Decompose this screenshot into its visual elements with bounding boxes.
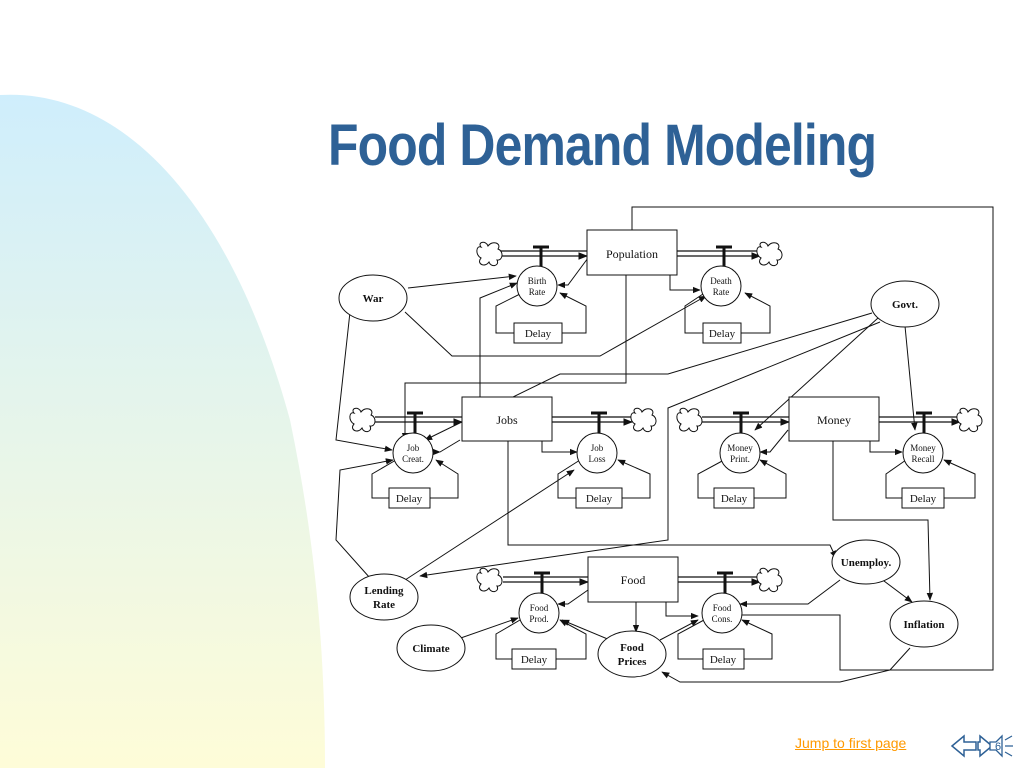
valves (407, 245, 932, 596)
flow-pipes (375, 250, 961, 586)
rate-food-cons: Food Cons. (701, 592, 743, 634)
svg-text:Lending: Lending (364, 585, 404, 597)
connectors (335, 206, 994, 683)
rate-money-recall: Money Recall (902, 432, 944, 474)
svg-text:Inflation: Inflation (904, 619, 945, 631)
svg-text:Print.: Print. (730, 454, 750, 464)
svg-text:Money: Money (817, 413, 851, 427)
svg-text:Prices: Prices (618, 656, 647, 668)
svg-text:Rate: Rate (373, 599, 395, 611)
svg-text:Unemploy.: Unemploy. (841, 557, 892, 569)
delay-boxes: Delay Delay Delay Delay Delay Delay Dela… (388, 322, 945, 670)
svg-text:Delay: Delay (910, 493, 937, 505)
svg-text:Population: Population (606, 247, 658, 261)
slide-title: Food Demand Modeling (328, 113, 877, 178)
rate-birth-rate: Birth Rate (516, 265, 558, 307)
svg-text:Delay: Delay (586, 493, 613, 505)
svg-text:Govt.: Govt. (892, 299, 918, 311)
aux-food-prices: Food Prices (597, 630, 667, 678)
svg-text:War: War (363, 293, 384, 305)
svg-text:Prod.: Prod. (529, 614, 548, 624)
svg-text:Death: Death (710, 276, 732, 286)
aux-unemploy: Unemploy. (831, 539, 901, 585)
svg-text:Rate: Rate (529, 287, 546, 297)
svg-text:Creat.: Creat. (402, 454, 424, 464)
rate-food-prod: Food Prod. (518, 592, 560, 634)
stock-money: Money (788, 396, 880, 442)
svg-text:Job: Job (591, 443, 604, 453)
svg-text:Rate: Rate (713, 287, 730, 297)
svg-text:Food: Food (530, 603, 549, 613)
svg-text:Recall: Recall (912, 454, 935, 464)
sound-icon[interactable] (989, 734, 1013, 758)
stock-jobs: Jobs (461, 396, 553, 442)
jump-to-first-page-link[interactable]: Jump to first page (795, 735, 907, 751)
navigation-controls: 6 (950, 734, 1013, 758)
svg-text:Food: Food (621, 573, 646, 587)
svg-text:Money: Money (727, 443, 753, 453)
rate-money-print: Money Print. (719, 432, 761, 474)
svg-text:Delay: Delay (710, 654, 737, 666)
background-curve (0, 94, 325, 768)
svg-text:Food: Food (713, 603, 732, 613)
svg-text:Delay: Delay (525, 328, 552, 340)
delay-loops (371, 292, 976, 660)
aux-govt: Govt. (870, 280, 940, 328)
svg-text:Food: Food (620, 642, 644, 654)
svg-text:Climate: Climate (412, 643, 449, 655)
svg-text:Delay: Delay (709, 328, 736, 340)
svg-text:Job: Job (407, 443, 420, 453)
stock-food: Food (587, 556, 679, 603)
svg-text:Cons.: Cons. (712, 614, 733, 624)
svg-text:Delay: Delay (521, 654, 548, 666)
svg-text:Loss: Loss (588, 454, 606, 464)
svg-text:Jobs: Jobs (496, 413, 518, 427)
rate-job-loss: Job Loss (576, 432, 618, 474)
page-number: 6 (995, 741, 1001, 753)
aux-inflation: Inflation (889, 600, 959, 648)
svg-text:Money: Money (910, 443, 936, 453)
forward-arrow-icon[interactable] (977, 734, 994, 758)
svg-text:Delay: Delay (721, 493, 748, 505)
rate-job-creat: Job Creat. (392, 432, 434, 474)
svg-text:Delay: Delay (396, 493, 423, 505)
stock-population: Population (586, 229, 678, 276)
aux-climate: Climate (396, 624, 466, 672)
aux-lending-rate: Lending Rate (349, 573, 419, 621)
svg-text:Birth: Birth (528, 276, 547, 286)
rate-death-rate: Death Rate (700, 265, 742, 307)
back-arrow-icon[interactable] (950, 734, 977, 758)
aux-war: War (338, 274, 408, 322)
